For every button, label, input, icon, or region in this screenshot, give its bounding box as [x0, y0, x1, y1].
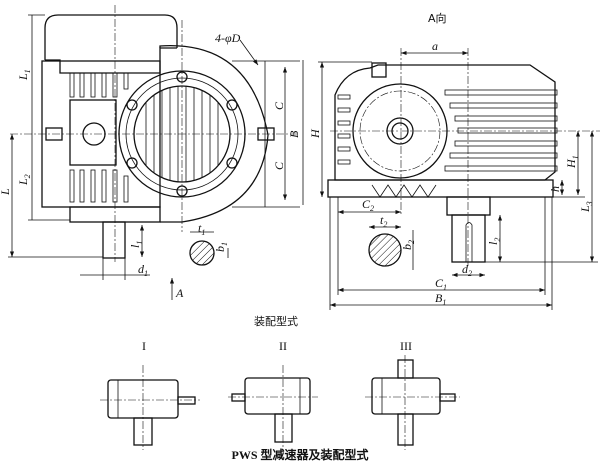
motor-cover: [44, 14, 178, 60]
type-ii-label: II: [279, 339, 287, 353]
cover-plate: [69, 99, 117, 166]
figure-caption: PWS 型减速器及装配型式: [231, 447, 368, 462]
cooling-fins-top: [69, 72, 129, 98]
assembly-type-iii: [365, 355, 460, 450]
cooling-fins-bottom: [69, 169, 129, 203]
svg-text:A: A: [175, 286, 184, 300]
side-base: [327, 179, 554, 198]
svg-text:C2: C2: [362, 197, 374, 213]
svg-text:l2: l2: [486, 238, 502, 245]
svg-text:d2: d2: [462, 262, 472, 278]
output-boss: [446, 196, 491, 216]
svg-text:H1: H1: [564, 155, 580, 169]
shaft-section-1: [189, 240, 215, 266]
front-view: L1 L2 L l1 d1 t1 b1 4-φD C C B A: [0, 5, 301, 300]
svg-text:L: L: [0, 188, 12, 196]
svg-text:L1: L1: [16, 69, 32, 81]
svg-text:b1: b1: [213, 242, 229, 252]
side-view-a: A向: [302, 11, 600, 310]
output-shaft: [102, 221, 126, 259]
svg-text:C: C: [272, 161, 286, 170]
svg-text:d1: d1: [138, 262, 148, 278]
svg-text:H: H: [308, 128, 322, 139]
svg-text:L2: L2: [16, 174, 32, 186]
svg-text:h: h: [548, 186, 562, 192]
side-fins: [337, 89, 558, 172]
svg-text:l1: l1: [128, 241, 144, 248]
svg-text:C: C: [272, 101, 286, 110]
assembly-types: 装配型式 I II III PWS 型减: [100, 314, 460, 462]
svg-text:b2: b2: [400, 240, 416, 250]
type-iii-label: III: [400, 339, 412, 353]
svg-text:L3: L3: [578, 201, 594, 213]
shaft-section-2: [368, 233, 402, 267]
assembly-type-ii: [228, 365, 318, 450]
output-shaft-2: [451, 214, 486, 263]
type-i-label: I: [142, 339, 146, 353]
svg-text:B: B: [287, 130, 301, 138]
assembly-type-i: [100, 365, 200, 450]
assembly-heading: 装配型式: [254, 314, 298, 328]
svg-text:B1: B1: [435, 291, 446, 307]
bolt-callout: 4-φD: [215, 31, 241, 45]
view-title: A向: [428, 11, 447, 25]
svg-text:a: a: [432, 39, 438, 53]
worm-wheel-housing: [159, 45, 269, 223]
svg-text:t2: t2: [380, 213, 387, 229]
svg-text:C1: C1: [435, 276, 447, 292]
svg-text:t1: t1: [198, 221, 205, 237]
side-housing: [334, 64, 556, 181]
